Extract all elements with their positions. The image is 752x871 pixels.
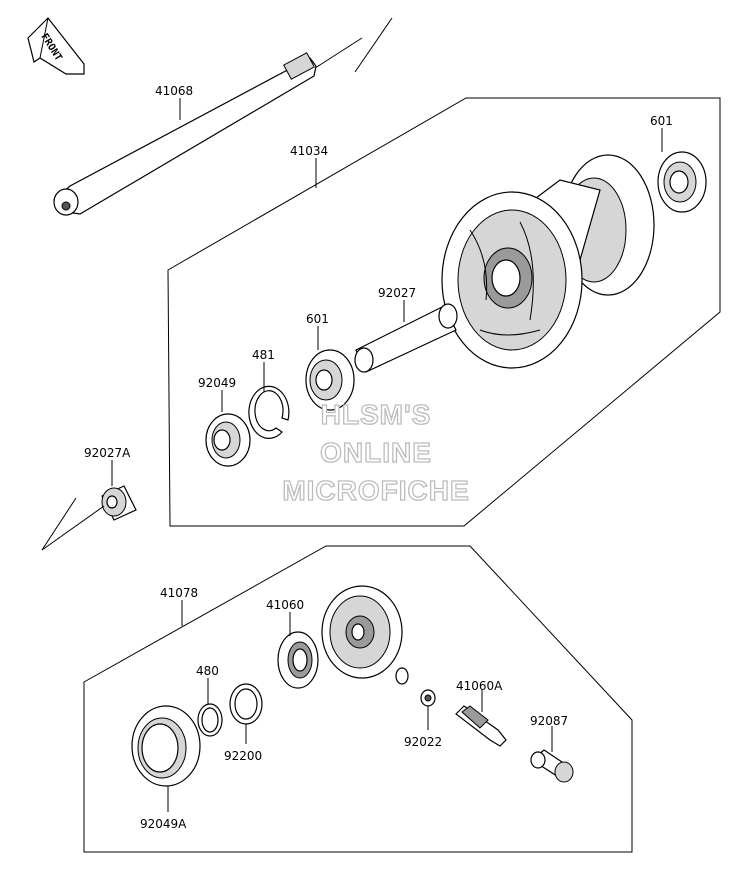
label-92027: 92027	[378, 286, 416, 300]
watermark-line-3: MICROFICHE	[282, 475, 469, 506]
hub-assembly-frame	[167, 97, 721, 527]
snap-ring-part	[197, 703, 223, 737]
axle-part	[53, 52, 317, 216]
label-601-left: 601	[306, 312, 329, 326]
wheel-hub-part	[441, 154, 655, 369]
washer-part	[229, 683, 263, 725]
bushing-part	[530, 749, 574, 783]
gear-housing-part	[321, 585, 409, 685]
spacer-part	[354, 303, 458, 373]
label-92049A: 92049A	[140, 817, 187, 831]
collar-part	[101, 485, 137, 521]
seal-part	[131, 705, 201, 787]
axis-line-lower	[41, 497, 77, 551]
label-92022: 92022	[404, 735, 442, 749]
watermark: HLSM'S ONLINE MICROFICHE	[282, 398, 470, 506]
small-washer-part	[420, 689, 436, 707]
bearing-right-part	[657, 151, 707, 213]
label-480: 480	[196, 664, 219, 678]
watermark-line-2: ONLINE	[320, 437, 432, 468]
label-601-right: 601	[650, 114, 673, 128]
label-41060: 41060	[266, 598, 304, 612]
bearing-left-part	[305, 349, 355, 411]
label-41060A: 41060A	[456, 679, 503, 693]
watermark-line-1: HLSM'S	[321, 399, 432, 430]
label-41034: 41034	[290, 144, 328, 158]
gearbox-assembly-frame	[83, 545, 633, 853]
drive-gear-part	[277, 631, 319, 689]
label-41068: 41068	[155, 84, 193, 98]
label-41078: 41078	[160, 586, 198, 600]
pinion-part	[455, 705, 507, 747]
label-481: 481	[252, 348, 275, 362]
axis-line-upper	[311, 37, 363, 71]
front-arrow-icon: FRONT	[27, 17, 85, 75]
label-92027A: 92027A	[84, 446, 131, 460]
label-92200: 92200	[224, 749, 262, 763]
oil-seal-part	[205, 413, 251, 467]
circlip-part	[248, 385, 290, 439]
label-92049: 92049	[198, 376, 236, 390]
label-92087: 92087	[530, 714, 568, 728]
